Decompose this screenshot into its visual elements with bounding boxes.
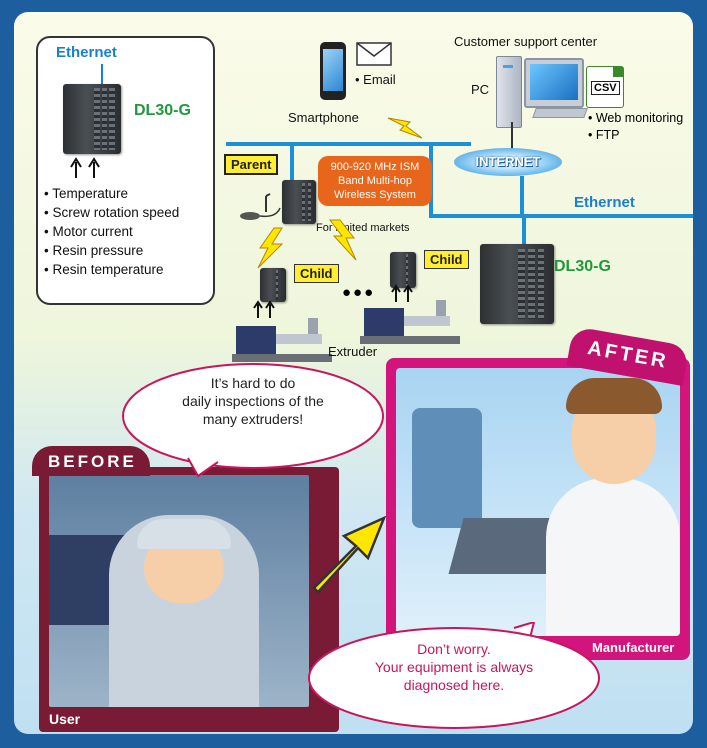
pc-tower-icon	[496, 56, 522, 128]
network-line-top	[226, 142, 471, 146]
up-arrows-icon	[253, 300, 275, 318]
user-caption: User	[49, 711, 81, 727]
keyboard-icon	[532, 108, 588, 118]
before-quote: It’s hard to do daily inspections of the…	[182, 375, 324, 427]
up-arrows-icon	[391, 284, 413, 302]
extruder-machine-icon	[232, 318, 332, 362]
child-tag: Child	[294, 264, 339, 283]
left-device-label: DL30-G	[134, 102, 191, 119]
before-speech-bubble	[122, 363, 384, 478]
internet-globe-icon: INTERNET	[454, 148, 562, 176]
transition-arrow-icon	[312, 515, 387, 594]
network-line-ethernet	[429, 214, 693, 218]
after-scene: Manufacturer	[386, 358, 690, 660]
extruder-label: Extruder	[328, 344, 378, 359]
up-arrows-icon	[70, 157, 100, 178]
after-illustration	[396, 368, 680, 636]
service-item: • FTP	[588, 128, 620, 142]
email-envelope-icon	[356, 42, 392, 66]
after-quote: Don’t worry. Your equipment is always di…	[374, 641, 534, 693]
right-device-label: DL30-G	[554, 258, 611, 275]
pc-cable	[511, 122, 513, 154]
smartphone-label: Smartphone	[288, 110, 359, 125]
sensor-item: • Screw rotation speed	[44, 205, 180, 220]
network-line-parent	[290, 142, 294, 192]
smartphone-icon	[320, 42, 346, 100]
manufacturer-caption: Manufacturer	[592, 640, 675, 655]
service-item: • Web monitoring	[588, 111, 684, 125]
before-scene: User	[39, 467, 339, 732]
service-list: • Web monitoring • FTP	[588, 110, 683, 144]
sensor-item: • Motor current	[44, 224, 133, 239]
sensor-list: • Temperature • Screw rotation speed • M…	[44, 184, 179, 279]
child-tag: Child	[424, 250, 469, 269]
network-line-dl30g	[522, 214, 526, 246]
child-device-icon	[390, 252, 416, 288]
sensor-item: • Resin pressure	[44, 243, 144, 258]
dl30g-device-icon	[480, 244, 554, 324]
sensor-item: • Temperature	[44, 186, 129, 201]
diagram-panel: Ethernet DL30-G • Temperature • Screw ro…	[14, 12, 693, 734]
wireless-bolt-icon	[257, 227, 284, 269]
extruder-machine-icon	[360, 300, 460, 344]
network-line-internet	[520, 176, 524, 216]
right-ethernet-label: Ethernet	[574, 194, 635, 211]
pc-label: PC	[471, 82, 490, 97]
csv-label: CSV	[591, 81, 620, 95]
csv-file-icon: CSV	[586, 66, 624, 108]
wireless-bolt-icon	[387, 117, 423, 139]
wireless-system-badge: 900-920 MHz ISM Band Multi-hop Wireless …	[318, 156, 432, 206]
parent-device-icon	[282, 180, 316, 224]
before-badge: BEFORE	[32, 446, 150, 476]
internet-label: INTERNET	[475, 154, 541, 169]
pc-monitor-icon	[524, 58, 584, 108]
before-illustration	[49, 475, 309, 707]
email-label: • Email	[355, 72, 396, 87]
wireless-bolt-icon	[329, 219, 357, 261]
sensor-box: Ethernet DL30-G • Temperature • Screw ro…	[36, 36, 215, 305]
dl30g-device-icon	[63, 84, 121, 154]
left-ethernet-label: Ethernet	[56, 44, 117, 61]
child-device-icon	[260, 268, 286, 302]
antenna-icon	[240, 193, 281, 220]
parent-tag: Parent	[224, 154, 279, 175]
more-units-ellipsis: ●●●	[342, 284, 376, 301]
support-center-label: Customer support center	[454, 34, 598, 49]
after-speech-bubble	[308, 622, 600, 729]
left-ethernet-line	[101, 64, 103, 86]
sensor-item: • Resin temperature	[44, 262, 164, 277]
